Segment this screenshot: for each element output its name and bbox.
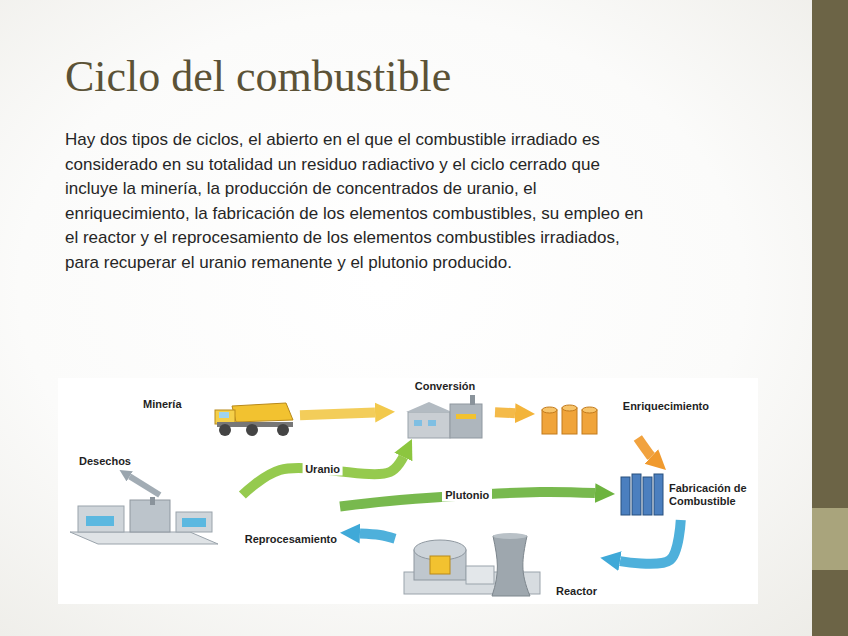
truck-illustration-part [277,424,289,436]
side-bar-part [812,508,848,570]
slide-title: Ciclo del combustible [65,52,451,102]
diagram-ground [58,378,758,604]
reactor-illustration [404,533,540,596]
reactor-illustration-part [492,536,530,596]
fuel-bundles-illustration [621,474,663,515]
truck-illustration-part [232,403,293,422]
cycle-arrow [360,533,395,538]
conversion-plant-illustration-part [408,412,450,438]
edge-label: Uranio [302,463,343,476]
reactor-illustration-part [466,566,494,584]
stage-box: Reprocesamiento [65,495,340,548]
side-bar-part [812,0,848,636]
conversion-plant-illustration [406,395,482,438]
truck-illustration-part [219,424,231,436]
stage-box: Minería [140,396,300,440]
stage-label: Reactor [556,585,597,598]
enrichment-tanks-illustration [542,405,597,434]
conversion-plant-illustration-part [414,420,422,426]
cycle-arrow [130,476,160,495]
conversion-plant-illustration-part [470,395,475,405]
cycle-arrow [620,520,681,564]
cycle-arrow [495,407,515,418]
cycle-arrow [242,457,403,495]
enrichment-tanks-illustration-part [542,410,557,434]
conversion-plant-illustration-part [428,420,436,426]
body-text: Hay dos tipos de ciclos, el abierto en e… [65,128,655,275]
stage-box: Enriquecimiento [535,398,712,438]
enrichment-tanks-illustration-part [542,407,557,413]
fuel-bundles-illustration-part [654,474,663,515]
stage-label: Conversión [415,380,476,393]
reprocessing-plant-illustration-part [70,532,218,544]
side-bar [812,0,848,636]
truck-illustration-part [219,412,229,418]
fuel-bundles-illustration-part [643,477,652,515]
enrichment-tanks-illustration-part [582,407,597,413]
stage-box: Fabricación de Combustible [615,470,760,520]
reprocessing-plant-illustration-part [150,497,155,505]
cycle-arrow [300,412,375,415]
stage-label: Fabricación de Combustible [669,482,757,508]
stage-label: Desechos [79,455,131,468]
conversion-plant-illustration-part [450,404,482,438]
stage-label: Minería [143,398,182,411]
conversion-plant-illustration-part [456,414,476,419]
conversion-plant-illustration-part [406,402,452,412]
enrichment-tanks-illustration-part [582,410,597,434]
stage-box: Reactor [395,528,600,600]
truck-illustration [215,403,293,436]
enrichment-tanks-illustration-part [562,405,577,411]
reprocessing-plant-illustration [70,497,218,544]
reprocessing-plant-illustration-part [182,518,206,527]
truck-illustration-part [215,410,235,424]
cycle-arrow [638,438,652,456]
stage-box: Conversión [395,378,495,442]
reactor-illustration-part [430,556,450,574]
stage-label: Reprocesamiento [245,533,337,546]
fuel-bundles-illustration-part [621,477,630,515]
fuel-bundles-illustration-part [632,474,641,515]
truck-illustration-part [246,424,258,436]
reprocessing-plant-illustration-part [176,512,212,532]
reactor-illustration-part [493,533,527,539]
enrichment-tanks-illustration-part [562,408,577,434]
stage-box: Desechos [62,452,148,470]
reprocessing-plant-illustration-part [86,516,114,526]
edge-label: Plutonio [442,489,492,502]
reprocessing-plant-illustration-part [78,506,124,532]
stage-label: Enriquecimiento [623,400,709,413]
